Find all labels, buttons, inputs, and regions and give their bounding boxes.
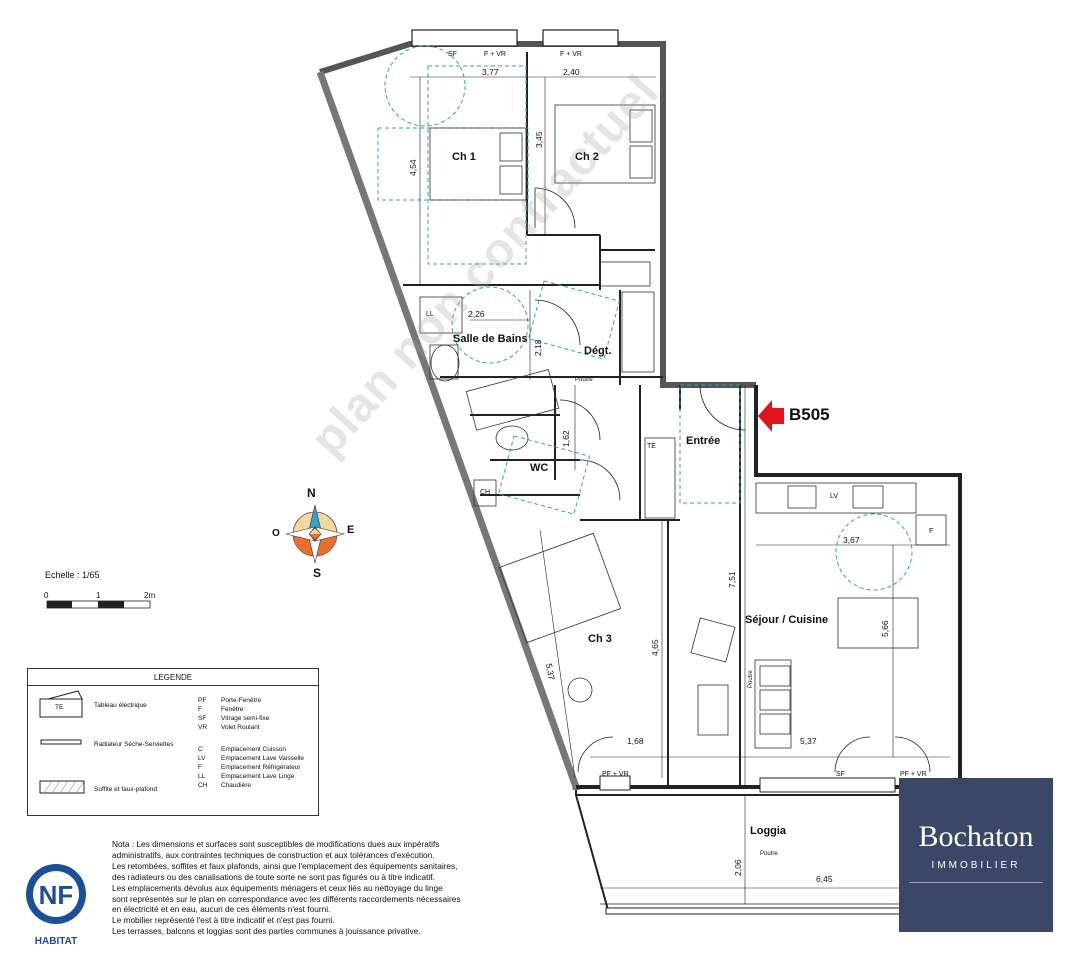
legend-tableau: Tableau électrique (94, 702, 147, 709)
legend-code-text: Chaudière (221, 782, 251, 789)
dim-label: 2,40 (563, 67, 580, 77)
legend-te: TE (55, 704, 64, 711)
fixture-label: TE (647, 443, 656, 450)
legend-radiateur: Radiateur Sèche-Serviettes (94, 741, 174, 748)
opening-label: F + VR (484, 51, 506, 58)
scale-bar (46, 600, 151, 609)
brand-name: Bochaton (918, 820, 1034, 853)
dim-label: 5,66 (880, 620, 890, 637)
entrance-arrow-icon (758, 400, 784, 432)
note-line: en électricité et en eau, aucun de ces é… (112, 904, 331, 915)
legend-code-text: Volet Roulant (221, 724, 260, 731)
legend-code: C (198, 746, 203, 753)
dim-label: 7,51 (727, 571, 737, 588)
legend-code-text: Porte-Fenêtre (221, 697, 262, 704)
dim-label: 2,06 (733, 859, 743, 876)
disclaimer-note: Nota : Les dimensions et surfaces sont s… (112, 839, 532, 937)
legend-box: LEGENDE TE Tableau électrique Radiateur … (27, 668, 319, 816)
dim-label: 2,26 (468, 309, 485, 319)
compass-s: S (313, 566, 322, 580)
legend-code: F (198, 706, 202, 713)
room-loggia: Loggia (750, 825, 787, 837)
legend-code: CH (198, 782, 208, 789)
legend-soffite: Soffite et faux-plafond (94, 786, 158, 793)
opening-label: SF (448, 51, 457, 58)
opening-label: PF + VR (900, 771, 927, 778)
fixture-label: F (929, 528, 933, 535)
legend-code-text: Emplacement Cuisson (221, 746, 287, 753)
beam-label: Poutre (575, 377, 593, 383)
legend-code-text: Emplacement Lave Linge (221, 773, 295, 780)
room-ch3: Ch 3 (588, 633, 612, 645)
dim-label: 5,37 (800, 736, 817, 746)
note-line: Les emplacements dévolus aux équipements… (112, 882, 443, 893)
room-wc: WC (530, 462, 548, 474)
dim-label: 2,18 (533, 339, 543, 356)
legend-code: VR (198, 724, 208, 731)
compass-o: O (272, 528, 280, 539)
nf-sub: HABITAT (35, 936, 77, 947)
furniture (419, 104, 947, 749)
dim-label: 6,45 (816, 874, 833, 884)
soffit-hatch-icon (39, 780, 85, 794)
legend-code: LV (198, 755, 206, 762)
note-line: administratifs, aux contraintes techniqu… (112, 849, 435, 860)
compass-n: N (307, 486, 316, 500)
scale-tick: 0 (44, 591, 49, 600)
room-sdb: Salle de Bains (453, 333, 528, 345)
room-entree: Entrée (686, 435, 720, 447)
legend-code-text: Fenêtre (221, 706, 244, 713)
fixture-label: LV (830, 493, 838, 500)
nf-habitat-logo: NF HABITAT (26, 864, 86, 947)
note-line: Les retombées, soffites et faux plafonds… (112, 860, 458, 871)
dim-label: 1,62 (561, 430, 571, 447)
brand-sub: IMMOBILIER (931, 860, 1021, 871)
legend-code-text: Vitrage semi-fixe (221, 715, 270, 722)
dim-label: 1,68 (627, 736, 644, 746)
legend-title: LEGENDE (153, 673, 193, 682)
note-line: Les terrasses, balcons et loggias sont d… (112, 926, 421, 937)
windows (411, 29, 937, 915)
scale-tick: 1 (96, 591, 101, 600)
note-line: Nota : Les dimensions et surfaces sont s… (112, 839, 440, 849)
note-line: des radiateurs ou des canalisations de t… (112, 871, 435, 882)
beam-label: Poutre (760, 851, 778, 857)
opening-label: SF (836, 771, 845, 778)
beam-label: Poutre (748, 670, 754, 688)
fixture-label: CH (480, 489, 490, 496)
room-ch2: Ch 2 (575, 151, 599, 163)
dim-label: 3,77 (482, 67, 499, 77)
note-line: Le mobilier représenté l'est à titre ind… (112, 915, 335, 926)
dim-label: 4,54 (408, 159, 418, 176)
electrical-panel-icon (39, 690, 83, 718)
legend-code-text: Emplacement Réfrigérateur (221, 764, 301, 771)
scale-tick: 2m (144, 591, 156, 600)
room-ch1: Ch 1 (452, 151, 476, 163)
scale-title: Echelle : 1/65 (45, 570, 100, 580)
dim-label: 4,65 (650, 639, 660, 656)
unit-label: B505 (789, 405, 830, 424)
room-degt: Dégt. (584, 345, 612, 357)
note-line: sont représentés sur le plan en correspo… (112, 893, 461, 904)
nf-mark: NF (39, 880, 74, 910)
door-swings (534, 187, 931, 773)
legend-code: F (198, 764, 202, 771)
legend-code: SF (198, 715, 207, 722)
legend-code: LL (198, 773, 206, 780)
towel-radiator-icon (40, 739, 82, 745)
dimension-lines (410, 76, 950, 904)
fixture-label: LL (426, 311, 434, 318)
legend-code: PF (198, 697, 207, 704)
brand-block: Bochaton IMMOBILIER (899, 778, 1053, 932)
room-sejour: Séjour / Cuisine (745, 614, 828, 626)
compass-e: E (347, 524, 355, 536)
opening-label: PF + VR (602, 771, 629, 778)
opening-label: F + VR (560, 51, 582, 58)
dim-label: 3,67 (843, 535, 860, 545)
legend-code-text: Emplacement Lave Vaisselle (221, 755, 304, 762)
compass-rose-icon (285, 504, 345, 564)
dim-label: 5,37 (544, 663, 557, 681)
dim-label: 3,45 (534, 131, 544, 148)
